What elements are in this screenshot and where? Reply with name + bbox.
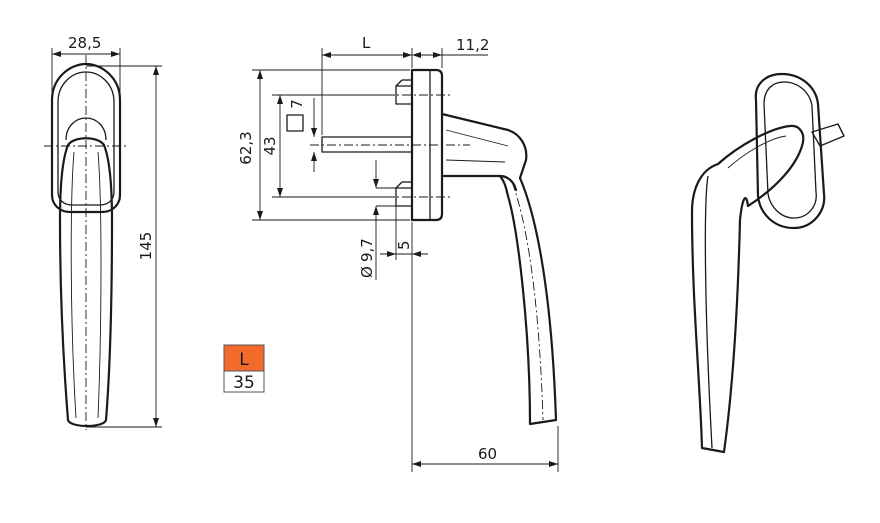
length-table-header: L	[239, 350, 249, 370]
length-table-value-cell	[223, 370, 265, 393]
front-view: 28,5 145	[44, 34, 162, 430]
side-view: L 11,2 62,3 43 7 Ø 9,	[237, 34, 559, 472]
dim-width-top: 28,5	[68, 34, 101, 52]
dim-length-L: L	[362, 34, 371, 52]
dim-rosette-depth: 11,2	[456, 36, 489, 54]
length-table-value: 35	[233, 373, 255, 393]
length-table: L 35	[223, 344, 265, 393]
perspective-view	[690, 72, 845, 454]
dim-square-size: 7	[288, 99, 306, 109]
dim-screw-diameter: 9,7	[358, 238, 376, 262]
square-symbol	[286, 114, 304, 132]
dim-pin-depth: 5	[395, 240, 413, 250]
dim-screw-spacing: 62,3	[237, 131, 255, 164]
dim-height-total: 145	[137, 232, 155, 261]
dim-projection: 60	[478, 445, 497, 463]
dim-spindle-offset: 43	[261, 136, 279, 155]
diameter-symbol: Ø	[358, 266, 376, 278]
